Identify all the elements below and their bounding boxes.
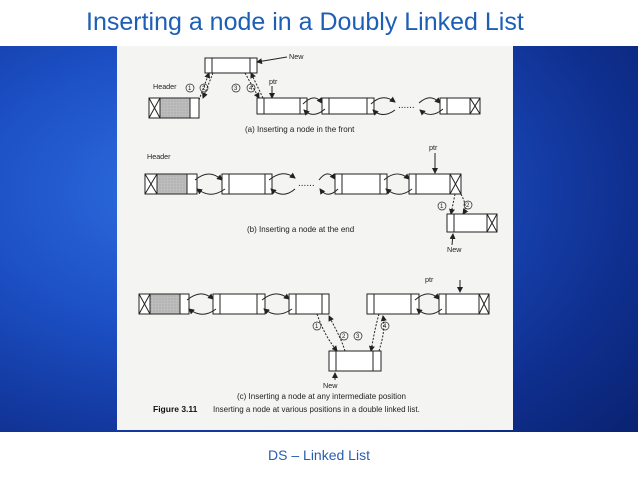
figure-number: Figure 3.11	[153, 404, 198, 414]
step-2-c: 2	[342, 334, 346, 340]
part-c: ptr	[138, 275, 490, 401]
list-node-a-last	[439, 97, 481, 115]
header-label-a: Header	[153, 82, 177, 91]
header-label-b: Header	[147, 152, 171, 161]
ptr-label-c: ptr	[425, 275, 434, 284]
step-3-c: 3	[356, 334, 360, 340]
slide-footer: DS – Linked List	[268, 447, 370, 463]
header-node-c	[138, 293, 190, 315]
ellipsis-a: ......	[398, 100, 415, 111]
list-node-a1	[256, 97, 308, 115]
slide-title: Inserting a node in a Doubly Linked List	[86, 8, 524, 36]
figure-canvas: New Header 1 2 3 4	[138, 52, 498, 414]
step-1-a: 1	[188, 86, 192, 92]
new-node-b	[446, 213, 498, 233]
ptr-label-a: ptr	[269, 77, 278, 86]
list-node-c2	[288, 293, 330, 315]
list-node-b1	[221, 173, 273, 195]
header-node-a	[148, 97, 200, 119]
ellipsis-b: ......	[298, 178, 315, 189]
footer-band	[0, 432, 638, 478]
step-1-c: 1	[315, 324, 319, 330]
part-a: New Header 1 2 3 4	[148, 52, 481, 134]
list-node-c3	[366, 293, 420, 315]
header-node-b	[144, 173, 198, 195]
figure-caption: Inserting a node at various positions in…	[213, 405, 420, 414]
list-node-a2	[321, 97, 375, 115]
new-label-b: New	[447, 245, 462, 254]
step-3-a: 3	[234, 86, 238, 92]
step-1-b: 1	[440, 204, 444, 210]
list-node-b-last	[408, 173, 462, 195]
new-node-c	[328, 350, 382, 372]
caption-b: (b) Inserting a node at the end	[247, 225, 354, 234]
new-label-c: New	[323, 381, 338, 390]
new-label-a: New	[289, 52, 304, 61]
new-node-a	[204, 57, 258, 74]
title-band	[0, 0, 638, 46]
step-2-b: 2	[466, 203, 470, 209]
step-4-c: 4	[383, 324, 387, 330]
list-node-c-last	[438, 293, 490, 315]
part-b: Header	[144, 143, 498, 254]
caption-c: (c) Inserting a node at any intermediate…	[237, 392, 406, 401]
list-node-b2	[334, 173, 388, 195]
list-node-c1	[212, 293, 266, 315]
caption-a: (a) Inserting a node in the front	[245, 125, 355, 134]
ptr-label-b: ptr	[429, 143, 438, 152]
step-2-a: 2	[202, 86, 206, 92]
doubly-linked-list-figure: New Header 1 2 3 4	[117, 46, 513, 430]
step-4-a: 4	[249, 86, 253, 92]
